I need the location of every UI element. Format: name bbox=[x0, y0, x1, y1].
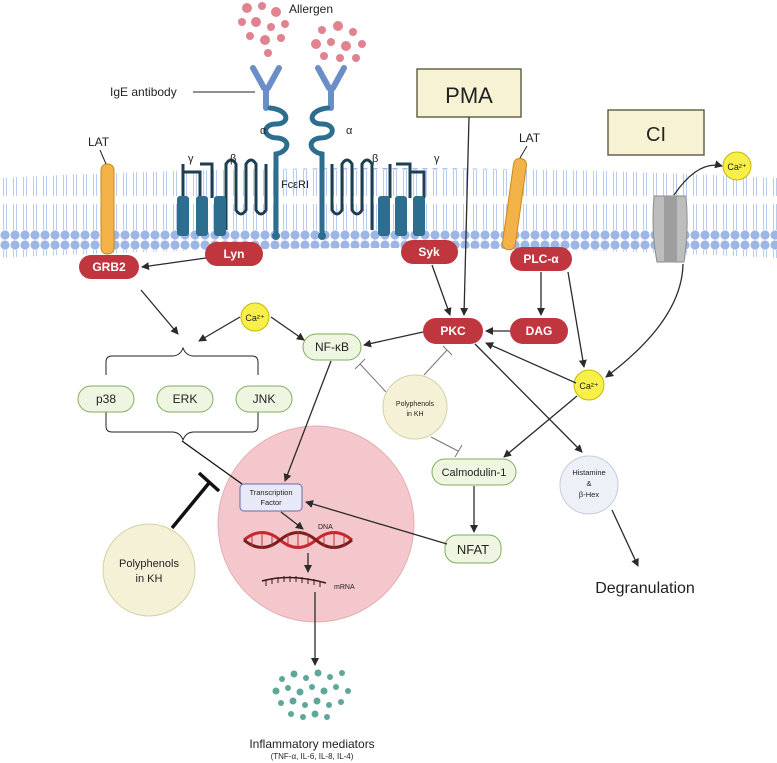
alpha-chain-left bbox=[263, 105, 290, 235]
dag-label: DAG bbox=[526, 324, 553, 338]
pkc-label: PKC bbox=[440, 324, 466, 338]
arrows bbox=[140, 116, 723, 666]
ca-channel-circle bbox=[722, 151, 752, 181]
inflammatory-mediator-dots bbox=[272, 669, 351, 720]
nfkb-label: NF-κB bbox=[315, 340, 349, 354]
itam-blocks-right bbox=[378, 196, 425, 236]
alpha-tail-left bbox=[272, 232, 280, 240]
nfat-label: NFAT bbox=[457, 542, 489, 557]
lat-left-bar bbox=[100, 163, 115, 255]
histamine-node: Histamine & β-Hex bbox=[559, 455, 619, 515]
beta-right-label: β bbox=[372, 153, 378, 165]
beta-chain-left bbox=[224, 158, 268, 230]
ca-mid-node: Ca²⁺ bbox=[573, 369, 605, 401]
allergen-right-cluster bbox=[311, 21, 366, 62]
gamma-chain-left bbox=[181, 162, 214, 198]
mrna-label: mRNA bbox=[334, 584, 355, 591]
ca-channel-label: Ca²⁺ bbox=[727, 162, 747, 172]
brace-top bbox=[105, 346, 259, 375]
calmodulin-node: Calmodulin-1 bbox=[431, 458, 517, 486]
brace-bottom bbox=[105, 412, 259, 442]
ige-antibody-left bbox=[250, 65, 282, 111]
beta-left-label: β bbox=[230, 153, 236, 165]
grb2-node: GRB2 bbox=[79, 255, 139, 279]
p38-node: p38 bbox=[77, 385, 135, 413]
gamma-chain-right bbox=[388, 162, 426, 198]
ci-box: CI bbox=[607, 109, 705, 156]
ca-top-label: Ca²⁺ bbox=[245, 313, 265, 323]
lat-left-label: LAT bbox=[88, 135, 110, 149]
polyphenols-small-node: Polyphenols in KH bbox=[382, 374, 448, 440]
polyphenols-big-node: Polyphenols in KH bbox=[102, 523, 196, 617]
dna-helix bbox=[243, 531, 353, 549]
calcium-channel bbox=[652, 195, 688, 263]
ci-label: CI bbox=[646, 124, 666, 146]
calmodulin-label: Calmodulin-1 bbox=[442, 467, 507, 479]
nfat-node: NFAT bbox=[444, 534, 502, 564]
itam-blocks-left bbox=[177, 196, 226, 236]
pkc-node: PKC bbox=[423, 318, 483, 344]
ca-mid-label: Ca²⁺ bbox=[579, 381, 599, 391]
ca-top-node: Ca²⁺ bbox=[240, 302, 270, 332]
nucleus bbox=[217, 425, 415, 623]
ige-antibody-right bbox=[315, 65, 347, 111]
gamma-left-label: γ bbox=[188, 153, 194, 165]
grb2-label: GRB2 bbox=[92, 260, 126, 274]
polyphenols-big-label-1: Polyphenols bbox=[119, 558, 179, 570]
dag-node: DAG bbox=[510, 318, 568, 344]
erk-node: ERK bbox=[156, 385, 214, 413]
dna-label: DNA bbox=[318, 524, 333, 531]
allergen-left-cluster bbox=[238, 2, 289, 57]
polyphenols-big-label-2: in KH bbox=[136, 573, 163, 585]
alpha-chain-right bbox=[308, 105, 335, 235]
jnk-label: JNK bbox=[253, 392, 276, 406]
nfkb-node: NF-κB bbox=[302, 333, 362, 361]
p38-label: p38 bbox=[96, 392, 116, 406]
polyphenols-small-label-2: in KH bbox=[406, 411, 423, 418]
pma-box: PMA bbox=[416, 68, 522, 118]
erk-label: ERK bbox=[173, 392, 198, 406]
lat-left-pointer bbox=[99, 149, 107, 165]
jnk-node: JNK bbox=[235, 385, 293, 413]
histamine-label-1: Histamine bbox=[572, 468, 605, 477]
plc-label: PLC-α bbox=[523, 252, 559, 266]
pma-label: PMA bbox=[445, 83, 493, 108]
tf-label-2: Factor bbox=[260, 498, 282, 507]
beta-chain-right bbox=[330, 158, 374, 230]
lat-right-label: LAT bbox=[519, 131, 541, 145]
gamma-right-label: γ bbox=[434, 153, 440, 165]
inflammatory-mediators-list: (TNF-α, IL-6, IL-8, IL-4) bbox=[271, 752, 354, 761]
alpha-left-label: α bbox=[260, 125, 267, 137]
histamine-label-3: β-Hex bbox=[579, 490, 599, 499]
allergen-label: Allergen bbox=[289, 2, 333, 16]
lyn-node: Lyn bbox=[205, 242, 263, 266]
tf-label-1: Transcription bbox=[249, 488, 292, 497]
mrna-strand bbox=[261, 576, 327, 587]
polyphenols-small-label-1: Polyphenols bbox=[396, 401, 435, 408]
alpha-right-label: α bbox=[346, 125, 353, 137]
degranulation-label: Degranulation bbox=[595, 580, 695, 597]
transcription-factor-node: Transcription Factor bbox=[239, 483, 303, 512]
plc-node: PLC-α bbox=[510, 247, 572, 271]
alpha-tail-right bbox=[318, 232, 326, 240]
lyn-label: Lyn bbox=[224, 247, 245, 261]
ige-antibody-label: IgE antibody bbox=[110, 85, 177, 99]
syk-label: Syk bbox=[418, 245, 440, 259]
histamine-label-2: & bbox=[586, 479, 591, 488]
syk-node: Syk bbox=[401, 240, 458, 264]
inflammatory-mediators-label: Inflammatory mediators bbox=[249, 737, 374, 751]
lat-right-pointer bbox=[519, 145, 528, 159]
lat-right-bar bbox=[501, 157, 528, 251]
fceri-label: FcεRI bbox=[281, 179, 309, 191]
